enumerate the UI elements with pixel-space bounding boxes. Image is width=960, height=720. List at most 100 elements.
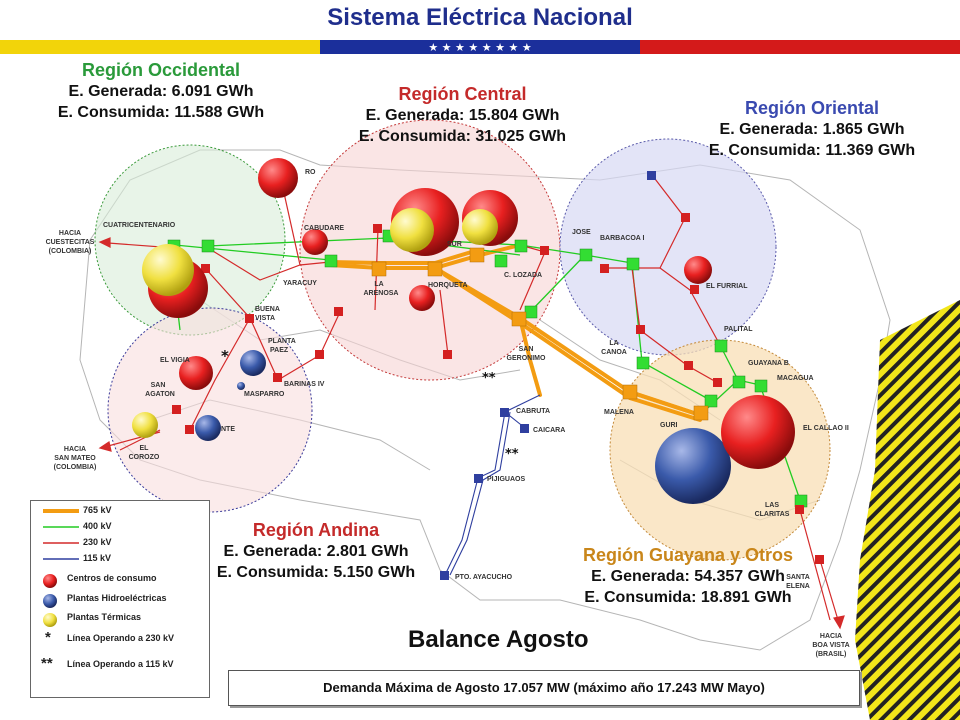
legend-consumo: Centros de consumo xyxy=(41,573,157,591)
demand-box: Demanda Máxima de Agosto 17.057 MW (máxi… xyxy=(228,670,860,706)
map-labels: HACIA CUESTECITAS (COLOMBIA) HACIA SAN M… xyxy=(46,169,850,658)
legend-hidro-label: Plantas Hidroeléctricas xyxy=(67,593,167,603)
consumption-center xyxy=(721,395,795,469)
label-cuatricentenario: CUATRICENTENARIO xyxy=(103,222,176,229)
label-cabudare: CABUDARE xyxy=(304,225,344,232)
legend-765-label: 765 kV xyxy=(83,505,112,515)
label-santa-elena-2: ELENA xyxy=(786,583,810,590)
region-central-generated: E. Generada: 15.804 GWh xyxy=(365,107,560,124)
thermal-plant xyxy=(132,412,158,438)
legend-115: 115 kV xyxy=(41,553,111,567)
legend-400: 400 kV xyxy=(41,521,112,535)
label-sur: SUR xyxy=(447,241,462,248)
page-title: Sistema Eléctrica Nacional xyxy=(327,4,633,31)
legend-115-label: 115 kV xyxy=(83,553,112,563)
balance-title: Balance Agosto xyxy=(408,626,589,653)
consumption-sphere-icon xyxy=(43,574,57,588)
legend-op230-label: Línea Operando a 230 kV xyxy=(67,633,175,643)
hatched-zone xyxy=(855,300,960,720)
label-la-arenosa-1: LA xyxy=(374,281,383,288)
plants xyxy=(132,158,795,504)
thermal-plant xyxy=(390,208,434,252)
legend-double-star: ** xyxy=(41,655,53,672)
label-palital: PALITAL xyxy=(724,326,753,333)
label-buena-vista-1: BUENA xyxy=(255,306,280,313)
label-las-claritas-1: LAS xyxy=(765,502,779,509)
label-san-geronimo-2: GERONIMO xyxy=(507,355,546,362)
legend-termicas: Plantas Térmicas xyxy=(41,612,141,630)
label-buena-vista-2: VISTA xyxy=(255,315,275,322)
consumption-center xyxy=(684,256,712,284)
mark-single-star: * xyxy=(221,347,229,365)
label-macagua: MACAGUA xyxy=(777,375,814,382)
region-andina-name: Región Andina xyxy=(252,520,380,540)
label-planta-paez-1: PLANTA xyxy=(268,338,296,345)
hydro-plant xyxy=(195,415,221,441)
region-guayana: Región Guayana y Otros E. Generada: 54.3… xyxy=(548,545,828,608)
label-jose: JOSE xyxy=(572,229,591,236)
label-el-vigia: EL VIGIA xyxy=(160,357,190,364)
label-la-canoa-2: CANOA xyxy=(601,349,627,356)
label-el-callao: EL CALLAO II xyxy=(803,425,849,432)
label-caicara: CAICARA xyxy=(533,427,565,434)
legend-op115-label: Línea Operando a 115 kV xyxy=(67,659,174,669)
label-guayana-b: GUAYANA B xyxy=(748,360,789,367)
region-guayana-name: Región Guayana y Otros xyxy=(582,545,794,565)
label-ro: RO xyxy=(305,169,316,176)
region-occidental-generated: E. Generada: 6.091 GWh xyxy=(68,83,254,100)
label-barinas: BARINAS IV xyxy=(284,381,325,388)
label-san-agaton-1: SAN xyxy=(151,382,166,389)
label-la-canoa-1: LA xyxy=(609,340,618,347)
substations-765 xyxy=(371,247,709,421)
legend-115-line-icon xyxy=(43,558,79,560)
label-uribante: NTE xyxy=(221,426,235,433)
region-occidental-name: Región Occidental xyxy=(81,60,241,80)
region-occidental: Región Occidental E. Generada: 6.091 GWh… xyxy=(26,60,296,123)
label-cabruta: CABRUTA xyxy=(516,408,550,415)
region-oriental: Región Oriental E. Generada: 1.865 GWh E… xyxy=(672,98,952,161)
region-oriental-generated: E. Generada: 1.865 GWh xyxy=(719,121,905,138)
substations-230 xyxy=(172,213,824,564)
label-hacia-boa-vista-3: (BRASIL) xyxy=(816,651,847,658)
legend-hidro: Plantas Hidroeléctricas xyxy=(41,593,167,611)
region-central-name: Región Central xyxy=(398,84,527,104)
label-hacia-boa-vista-1: HACIA xyxy=(820,633,842,640)
region-central-consumed: E. Consumida: 31.025 GWh xyxy=(358,128,567,145)
region-guayana-generated: E. Generada: 54.357 GWh xyxy=(591,568,785,585)
label-barbacoa: BARBACOA I xyxy=(600,235,645,242)
substations-115 xyxy=(440,171,656,580)
legend-single-star: * xyxy=(45,629,51,646)
region-andina-consumed: E. Consumida: 5.150 GWh xyxy=(216,564,416,581)
label-pijiguaos: PIJIGUAOS xyxy=(487,476,525,483)
hydro-plant xyxy=(240,350,266,376)
label-hacia-san-mateo-2: SAN MATEO xyxy=(54,455,96,462)
label-hacia-cuestecitas-2: CUESTECITAS xyxy=(46,239,95,246)
label-san-agaton-2: AGATON xyxy=(145,391,175,398)
thermal-sphere-icon xyxy=(43,613,57,627)
flag-banner: ★ ★ ★ ★ ★ ★ ★ ★ xyxy=(0,40,960,54)
label-santa-elena-1: SANTA xyxy=(786,574,810,581)
label-hacia-boa-vista-2: BOA VISTA xyxy=(812,642,849,649)
label-hacia-san-mateo-3: (COLOMBIA) xyxy=(54,464,97,471)
hydro-sphere-icon xyxy=(43,594,57,608)
label-planta-paez-2: PAEZ xyxy=(270,347,289,354)
label-guri: GURI xyxy=(660,422,678,429)
lines-230kv xyxy=(119,174,831,621)
region-guayana-consumed: E. Consumida: 18.891 GWh xyxy=(584,589,792,606)
region-occidental-consumed: E. Consumida: 11.588 GWh xyxy=(57,104,265,121)
mark-double-star-1: ** xyxy=(482,371,496,386)
label-masparro: MASPARRO xyxy=(244,391,285,398)
label-hacia-san-mateo-1: HACIA xyxy=(64,446,86,453)
label-las-claritas-2: CLARITAS xyxy=(755,511,790,518)
label-pto-ayacucho: PTO. AYACUCHO xyxy=(455,574,513,581)
legend-230: 230 kV xyxy=(41,537,112,551)
lines-115kv xyxy=(444,394,541,576)
label-c-lozada: C. LOZADA xyxy=(504,272,542,279)
thermal-plant xyxy=(462,209,498,245)
label-el-corozo-2: COROZO xyxy=(129,454,160,461)
region-oriental-consumed: E. Consumida: 11.369 GWh xyxy=(708,142,916,159)
legend-400-label: 400 kV xyxy=(83,521,112,531)
region-andina-generated: E. Generada: 2.801 GWh xyxy=(223,543,409,560)
map-legend: 765 kV 400 kV 230 kV 115 kV Centros de c… xyxy=(30,500,210,698)
